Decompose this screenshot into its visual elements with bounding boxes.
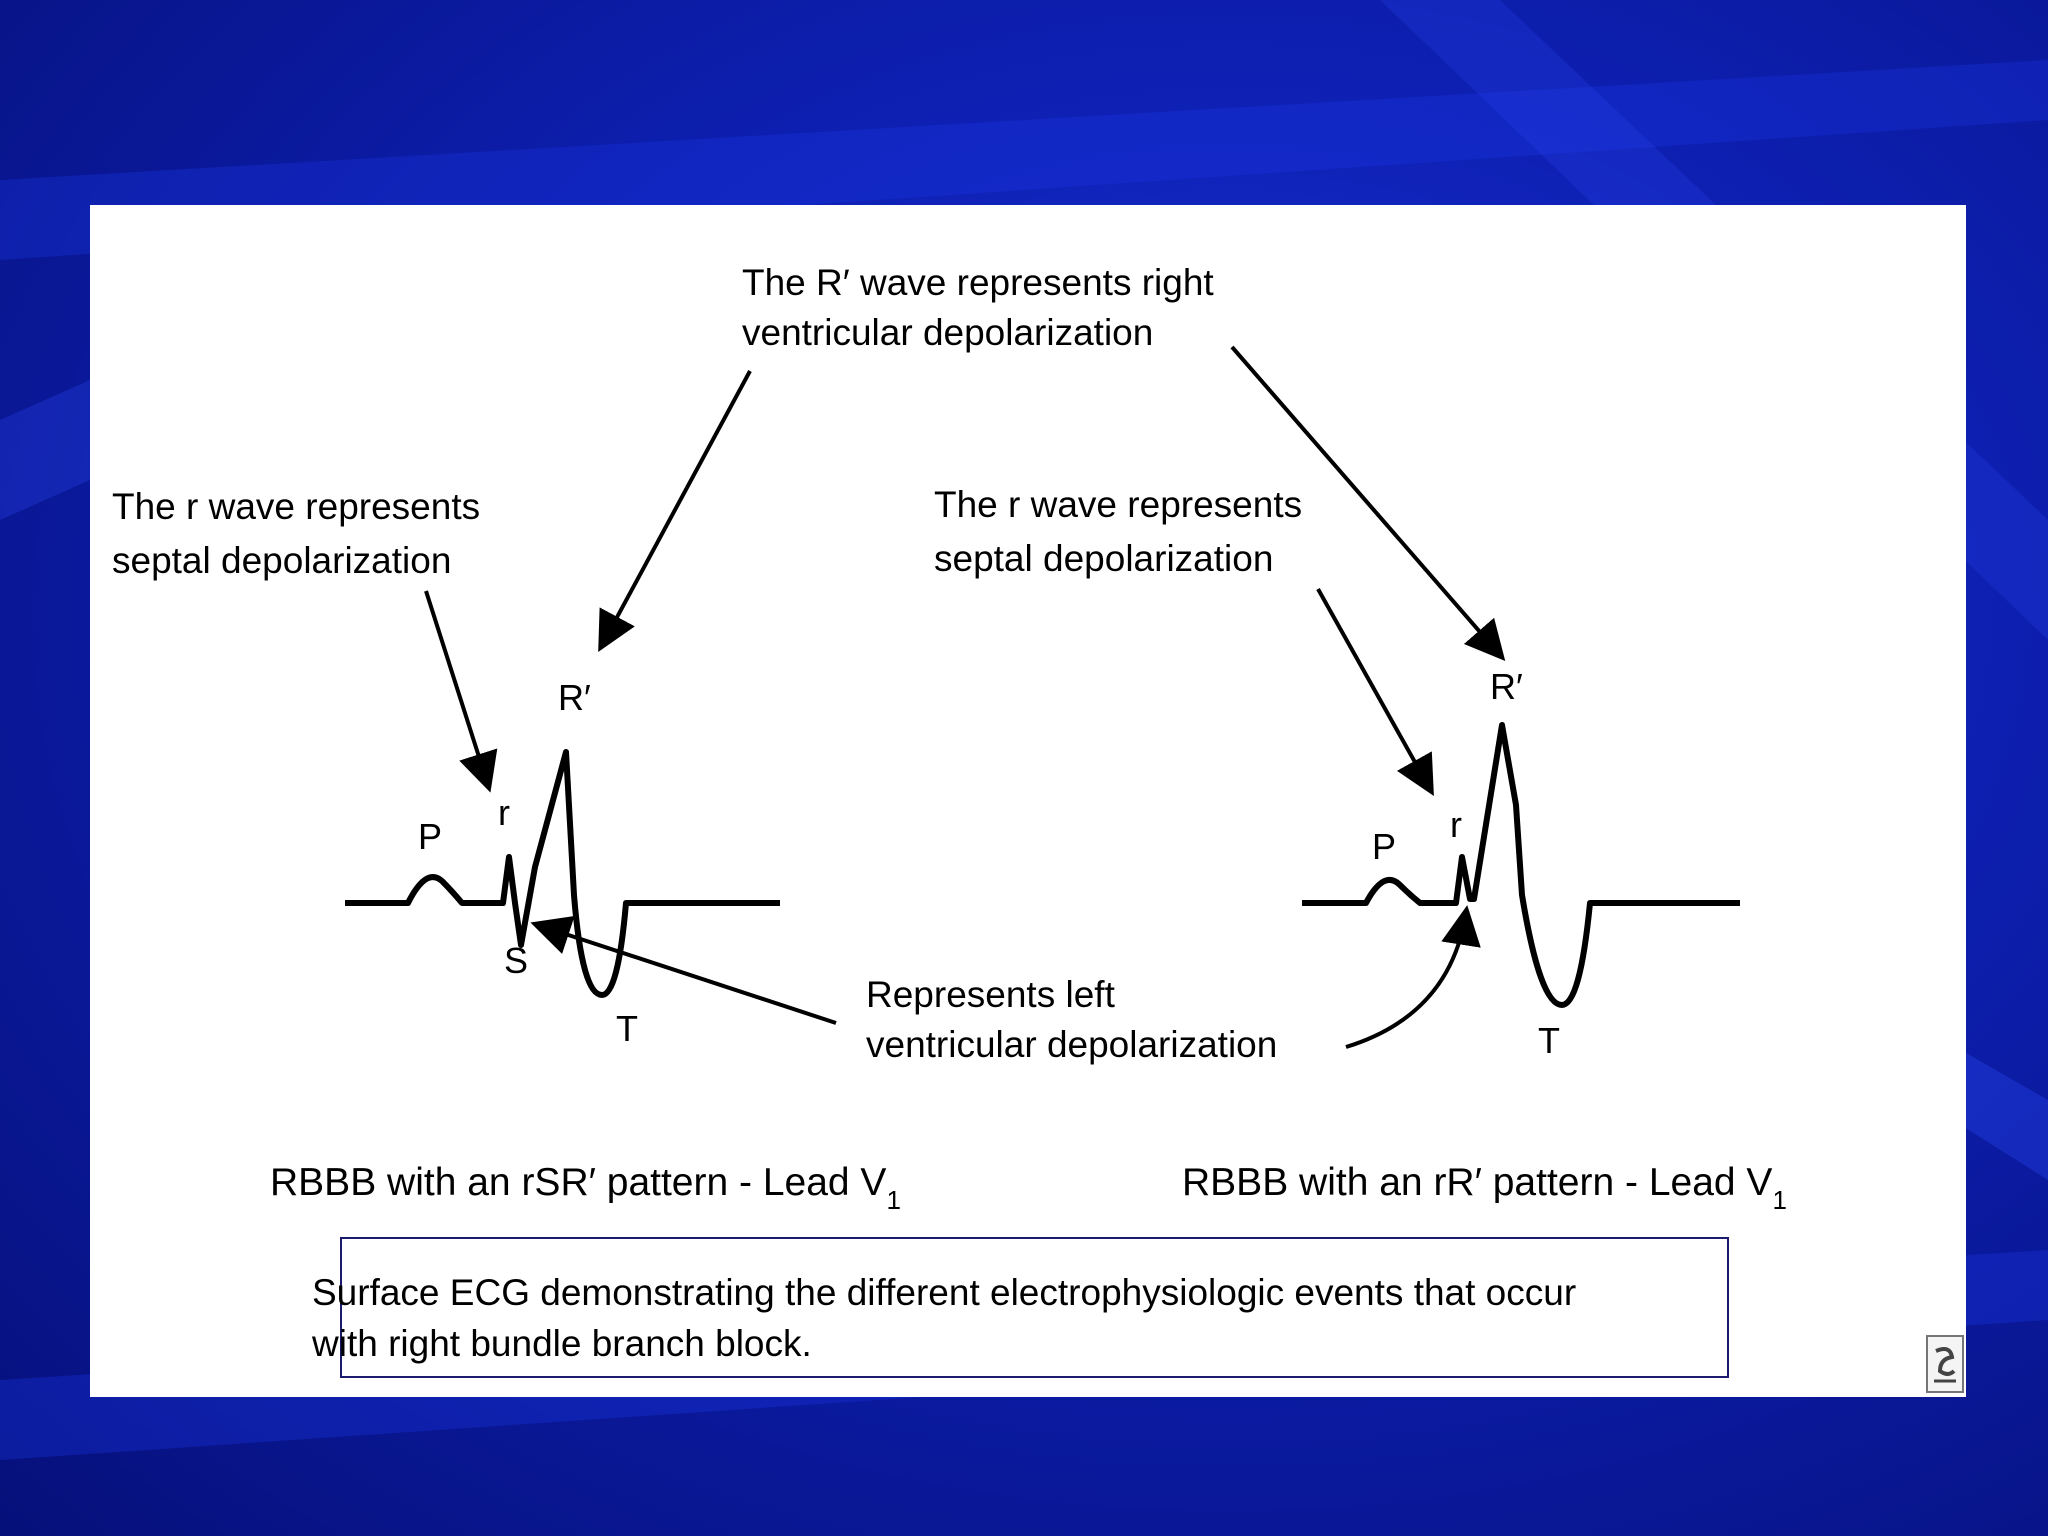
caption-line2: with right bundle branch block. — [312, 1323, 812, 1364]
caption-box — [340, 1237, 1729, 1378]
r-prime-annotation-line1: The R′ wave represents right — [742, 262, 1214, 303]
right-wave-t: T — [1538, 1020, 1560, 1061]
ecg-diagram: The R′ wave represents right ventricular… — [112, 262, 1787, 1215]
left-ecg-trace — [345, 749, 780, 998]
caption-line1: Surface ECG demonstrating the different … — [312, 1272, 1577, 1313]
left-wave-t: T — [616, 1008, 638, 1049]
speaker-icon[interactable] — [1926, 1335, 1964, 1393]
right-ecg-trace — [1302, 722, 1740, 1008]
left-wave-s: S — [504, 940, 528, 981]
figure-caption: Surface ECG demonstrating the different … — [312, 1267, 1772, 1369]
left-r-annotation-line1: The r wave represents — [112, 486, 480, 527]
r-prime-annotation-line2: ventricular depolarization — [742, 312, 1153, 353]
left-r-annotation-line2: septal depolarization — [112, 540, 451, 581]
right-r-annotation-line2: septal depolarization — [934, 538, 1273, 579]
arrow-r-prime-left — [598, 370, 752, 653]
right-wave-r-prime: R′ — [1490, 666, 1523, 707]
arrow-r-prime-right — [1230, 345, 1506, 662]
arrow-lv-right — [1345, 905, 1481, 1049]
right-wave-r: r — [1450, 804, 1462, 845]
arrow-septal-left — [424, 590, 498, 793]
left-wave-r-prime: R′ — [558, 677, 591, 718]
speaker-icon-glyph — [1934, 1347, 1956, 1383]
right-ecg-caption: RBBB with an rR′ pattern - Lead V1 — [1182, 1161, 1787, 1215]
slide-panel: The R′ wave represents right ventricular… — [90, 205, 1966, 1397]
arrow-lv-left — [530, 915, 837, 1025]
lv-annotation-line1: Represents left — [866, 974, 1116, 1015]
lv-annotation-line2: ventricular depolarization — [866, 1024, 1277, 1065]
left-wave-p: P — [418, 816, 442, 857]
right-r-annotation-line1: The r wave represents — [934, 484, 1302, 525]
left-ecg-caption: RBBB with an rSR′ pattern - Lead V1 — [270, 1161, 901, 1215]
right-wave-p: P — [1372, 826, 1396, 867]
arrow-septal-right — [1316, 588, 1434, 796]
left-wave-r: r — [498, 792, 510, 833]
